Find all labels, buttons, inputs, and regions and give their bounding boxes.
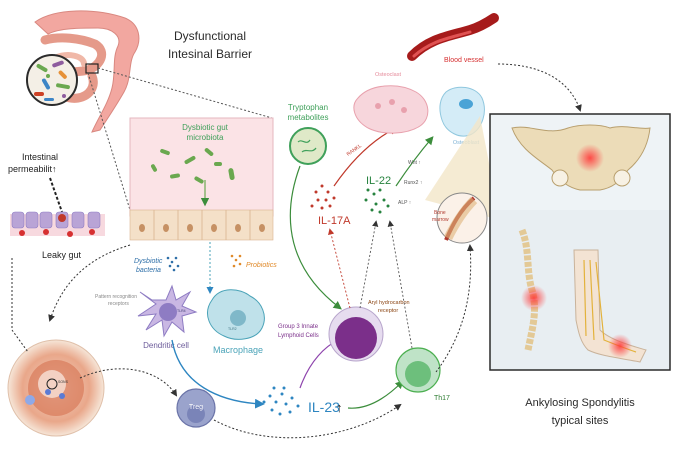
ilc3-to-il22-arrow	[359, 220, 379, 309]
as-sites-panel	[489, 113, 671, 371]
osteoclast-cell	[353, 85, 429, 134]
microbiota-label-line2: microbiota	[187, 133, 224, 142]
vessel-to-sites-arrow	[497, 63, 582, 112]
pattern-receptor-line1: Pattern recognition	[95, 294, 137, 300]
tryptophan-line2: metabolites	[288, 113, 329, 122]
tlr4-label: TLR4	[177, 309, 186, 313]
permeability-pointer	[49, 177, 63, 213]
joint-to-treg-arrow	[79, 368, 178, 397]
bacteria-zoom-circle	[26, 54, 78, 106]
bone-marrow-line2: marrow	[432, 217, 449, 223]
leaky-gut-tissue	[10, 211, 105, 237]
dendritic-cell-label: Dendritic cell	[143, 341, 189, 350]
ilc3-line1: Group 3 Innate	[278, 324, 319, 330]
microbiota-label-line1: Dysbiotic gut	[182, 123, 229, 132]
leaky-gut-to-joint-arrow	[11, 258, 29, 353]
probiotics-label: Probiotics	[246, 262, 277, 269]
il23-arrow: ↑	[336, 400, 343, 415]
pattern-receptor-line2: receptors	[108, 301, 129, 307]
zoom-line-bottom	[87, 72, 131, 211]
osteoclast-label: Osteoclast	[375, 72, 401, 78]
tlr2-label: TLR2	[228, 327, 237, 331]
intestine-to-joint-arrow	[48, 244, 131, 322]
leaky-gut-label: Leaky gut	[42, 250, 82, 260]
il17a-label: IL-17A	[318, 215, 351, 227]
as-title-line1: Ankylosing Spondylitis	[525, 397, 635, 409]
blood-vessel-label: Blood vessel	[444, 57, 484, 64]
bone-marrow-line1: Bone	[434, 210, 446, 216]
dysbiotic-bacteria-dots	[166, 256, 180, 272]
il22-to-osteoblast-arrow	[395, 136, 434, 187]
th17-cell	[395, 347, 441, 393]
dysbiotic-bacteria-line2: bacteria	[136, 267, 161, 274]
rankl-label: RANKL	[346, 143, 363, 158]
il17a-dots	[310, 184, 336, 210]
th17-to-il22-arrow	[387, 220, 413, 349]
osteoblast-cell	[439, 86, 485, 137]
sons-label: SONS	[58, 380, 69, 384]
th17-to-bone-arrow	[435, 244, 474, 373]
ilc3-line2: Lymphoid Cells	[278, 333, 319, 339]
blood-vessel	[407, 13, 499, 61]
permeability-line2: permeabilit↑	[8, 164, 57, 174]
il22-dots	[364, 188, 390, 214]
runx2-label: Runx2 ↑	[404, 180, 422, 186]
alp-label: ALP ↑	[398, 200, 411, 206]
aryl-line2: receptor	[378, 308, 398, 314]
il23-to-th17-arrow	[347, 380, 404, 409]
treg-label: Treg	[189, 404, 203, 411]
tryptophan-to-ilc3-arrow	[289, 165, 342, 310]
tryptophan-line1: Tryptophan	[288, 103, 328, 112]
permeability-line1: Intestinal	[22, 152, 58, 162]
treg-cell	[176, 388, 216, 428]
zoom-line-top	[97, 67, 273, 119]
dendritic-cell	[137, 284, 198, 338]
il23-dots	[262, 386, 300, 416]
ilc3-cell	[328, 306, 384, 362]
tryptophan-circle	[289, 127, 327, 165]
dysbiotic-microbiota-panel	[129, 117, 274, 241]
title-line1: Dysfunctional	[174, 29, 246, 43]
dendritic-to-il23-arrow	[171, 339, 265, 409]
il23-label: IL-23	[308, 399, 340, 415]
probiotics-dots	[230, 254, 242, 268]
as-title-line2: typical sites	[552, 415, 609, 427]
aryl-line1: Aryl hydrocarbon	[368, 300, 410, 306]
dysbiotic-bacteria-line1: Dysbiotic	[134, 258, 163, 265]
macrophage-label: Macrophage	[213, 345, 263, 355]
wnt-label: Wnt ↑	[408, 160, 421, 166]
il22-label: IL-22	[366, 175, 391, 187]
title-line2: Intesinal Barrier	[168, 47, 252, 61]
macrophage-cell: TLR2	[207, 289, 265, 340]
bone-marrow-zoom	[425, 116, 500, 244]
joint-cross-section	[7, 339, 105, 437]
ilc3-to-il17a-arrow	[328, 228, 351, 309]
treg-to-th17-arrow	[213, 403, 402, 439]
th17-label: Th17	[434, 395, 450, 402]
